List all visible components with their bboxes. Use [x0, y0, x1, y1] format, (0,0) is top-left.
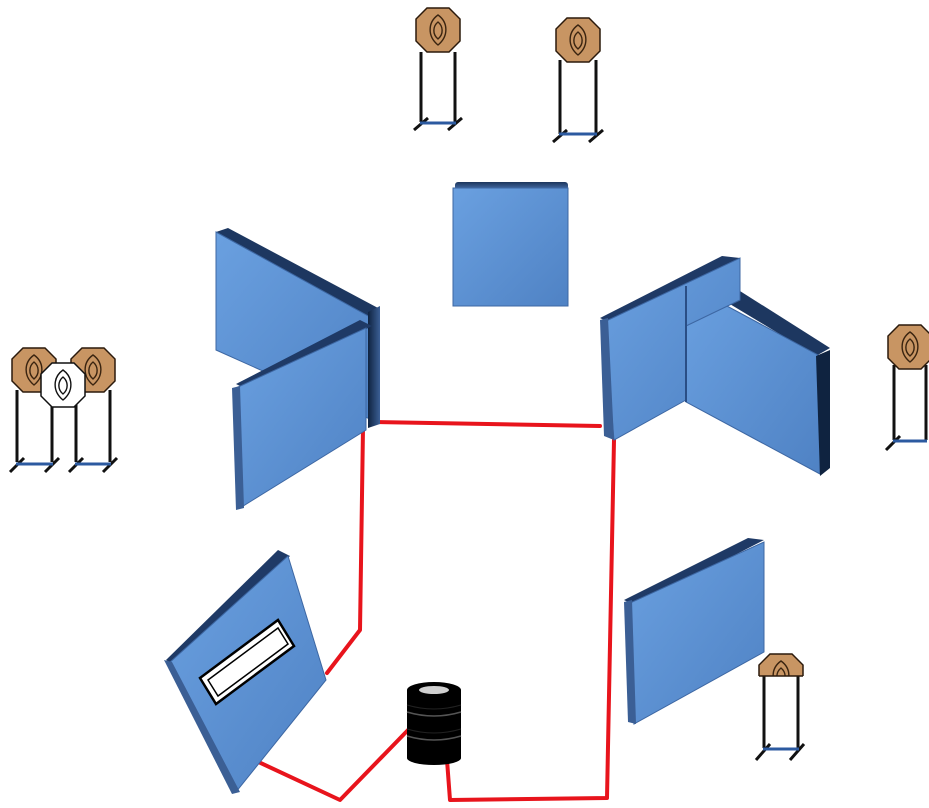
target-left-no-shoot: [40, 362, 86, 408]
target-top-2: [552, 17, 604, 144]
fault-line-boundary: [248, 420, 616, 802]
wall-right-inner: [600, 256, 741, 441]
port-window: [198, 618, 296, 706]
wall-left-front: [232, 320, 372, 510]
barrel: [406, 682, 462, 765]
wall-right-lower: [624, 538, 765, 725]
target-right: [884, 324, 929, 452]
target-bottom-right: [754, 653, 806, 761]
wall-top-center: [452, 182, 569, 307]
target-top-1: [413, 7, 463, 132]
